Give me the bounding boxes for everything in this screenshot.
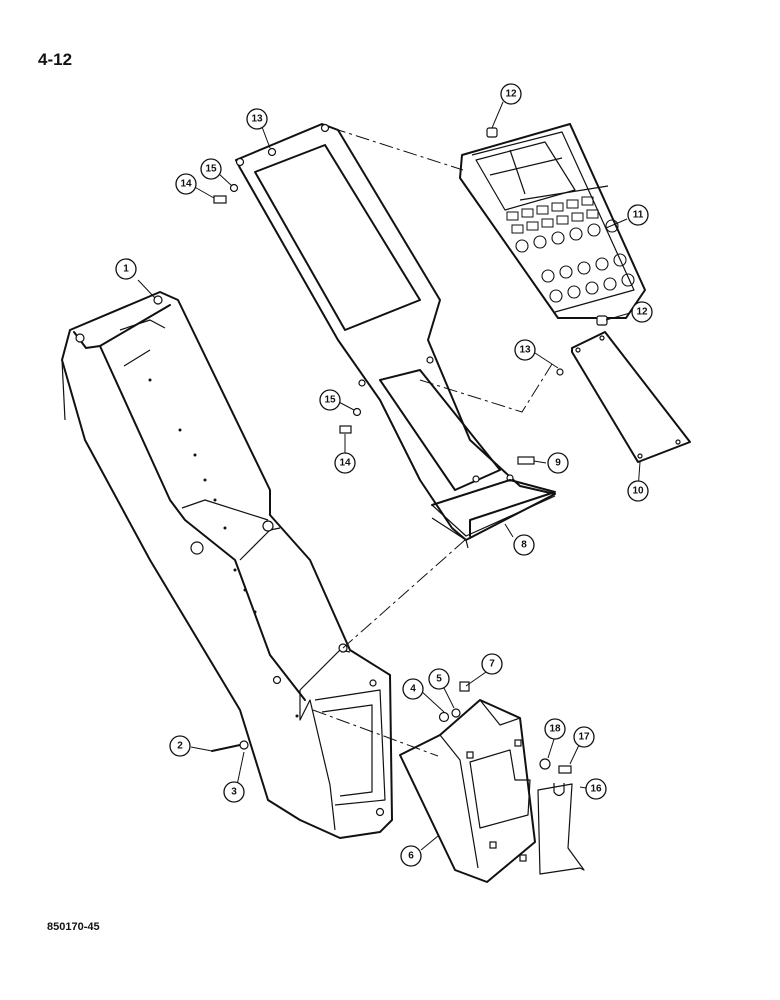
callout-12a: 12 <box>500 83 522 105</box>
callout-5-label: 5 <box>436 674 442 685</box>
page-number: 4-12 <box>38 50 73 69</box>
callout-16-label: 16 <box>590 784 602 795</box>
callout-12b-label: 12 <box>636 307 648 318</box>
plate <box>537 783 585 875</box>
callout-15a-label: 15 <box>205 164 217 175</box>
callout-9: 9 <box>547 452 569 474</box>
panel-frame <box>235 123 556 549</box>
hardware <box>211 147 572 797</box>
callout-15a: 15 <box>200 158 222 180</box>
callout-11: 11 <box>627 204 649 226</box>
assembly-lines <box>312 127 553 757</box>
callout-15b-label: 15 <box>324 395 336 406</box>
callout-16: 16 <box>585 778 607 800</box>
callout-1: 1 <box>115 258 137 280</box>
callout-17-label: 17 <box>578 732 590 743</box>
callout-5: 5 <box>428 668 450 690</box>
callout-6-label: 6 <box>408 851 414 862</box>
callout-13b: 13 <box>514 339 536 361</box>
lower-panel <box>399 699 536 883</box>
callout-11-label: 11 <box>633 210 644 221</box>
callout-13a-label: 13 <box>251 114 263 125</box>
callout-14a: 14 <box>175 173 197 195</box>
callout-12a-label: 12 <box>505 89 517 100</box>
callout-3: 3 <box>223 781 245 803</box>
callout-8: 8 <box>513 534 535 556</box>
bracket <box>431 479 556 537</box>
callout-6: 6 <box>400 845 422 867</box>
callout-15b: 15 <box>319 389 341 411</box>
callout-13b-label: 13 <box>519 345 531 356</box>
callout-14b-label: 14 <box>339 458 351 469</box>
callout-8-label: 8 <box>521 540 527 551</box>
callout-10: 10 <box>627 480 649 502</box>
drawing-code: 850170-45 <box>47 921 100 933</box>
callout-14b: 14 <box>334 452 356 474</box>
keypad-rectangular-keys <box>506 196 599 234</box>
keypad-round-keys <box>515 219 635 303</box>
console-housing <box>61 291 393 839</box>
callout-10-label: 10 <box>632 486 644 497</box>
callout-7: 7 <box>481 653 503 675</box>
callout-17: 17 <box>573 726 595 748</box>
callout-9-label: 9 <box>555 458 561 469</box>
callout-13a: 13 <box>246 108 268 130</box>
cover-plate <box>571 331 691 463</box>
callout-2: 2 <box>169 735 191 757</box>
callout-18: 18 <box>544 718 566 740</box>
callout-12b: 12 <box>631 301 653 323</box>
callout-7-label: 7 <box>489 659 495 670</box>
callout-1-label: 1 <box>123 264 129 275</box>
callout-18-label: 18 <box>549 724 561 735</box>
callout-3-label: 3 <box>231 787 237 798</box>
callout-4-label: 4 <box>410 684 416 695</box>
instrument-cluster <box>459 123 646 326</box>
callout-4: 4 <box>402 678 424 700</box>
callout-2-label: 2 <box>177 741 183 752</box>
callout-14a-label: 14 <box>180 179 192 190</box>
